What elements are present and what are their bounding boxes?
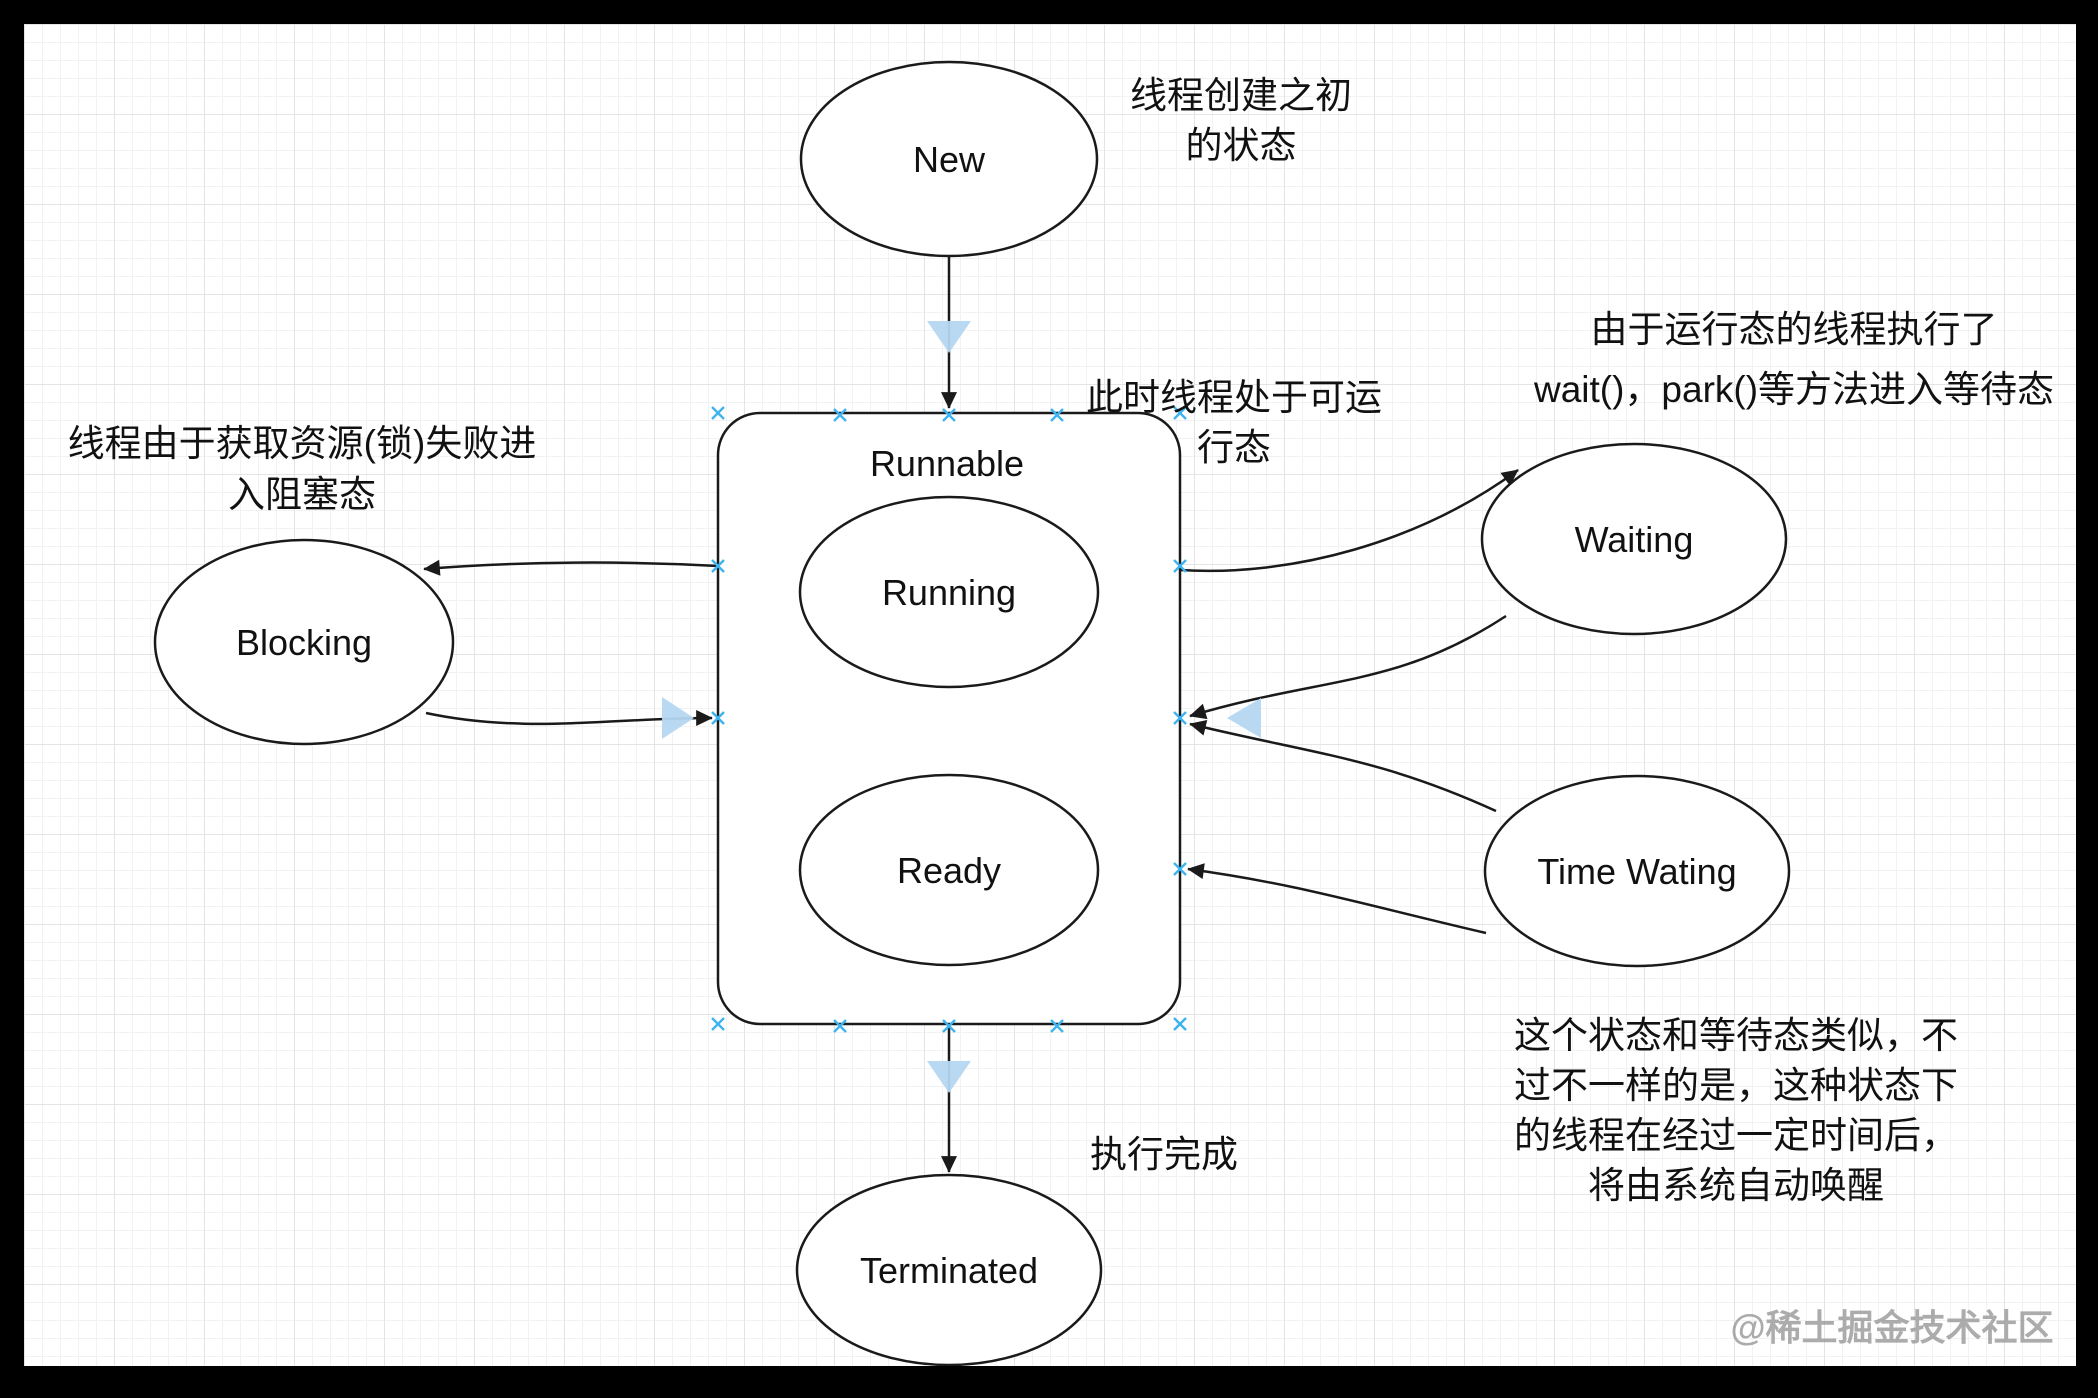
- hint-arrow-down-icon: [927, 321, 971, 353]
- node-terminated: [795, 1173, 1103, 1366]
- annotation-blocking-line2: 入阻塞态: [228, 474, 376, 515]
- node-waiting: [1480, 442, 1788, 636]
- node-new: [799, 60, 1099, 258]
- annotation-waiting-line1: 由于运行态的线程执行了: [1591, 309, 1998, 350]
- edge-time-waiting-to-runnable-lower: [1187, 863, 1487, 935]
- edge-time-waiting-to-runnable-upper: [1189, 719, 1497, 813]
- hint-arrow-down-bottom-icon: [927, 1061, 971, 1093]
- diagram-canvas: Runnable New Running Ready Blocking Wait…: [24, 24, 2076, 1366]
- edge-runnable-to-blocking: [423, 559, 719, 576]
- node-time-waiting: [1483, 774, 1791, 968]
- node-time-waiting-label: Time Wating: [1537, 851, 1736, 892]
- edge-waiting-to-runnable: [1189, 614, 1507, 720]
- node-ready-label: Ready: [897, 850, 1001, 891]
- node-waiting-label: Waiting: [1575, 519, 1694, 560]
- node-blocking: [153, 538, 455, 746]
- connection-point-icon: [710, 1016, 726, 1032]
- annotation-waiting-line2: wait()，park()等方法进入等待态: [1533, 369, 2054, 410]
- node-new-label: New: [913, 139, 986, 180]
- node-blocking-label: Blocking: [236, 622, 372, 663]
- connection-point-icon: [1172, 1016, 1188, 1032]
- hint-arrow-left-icon: [1227, 698, 1261, 738]
- node-running-label: Running: [882, 572, 1016, 613]
- watermark: @稀土掘金技术社区: [1730, 1307, 2053, 1348]
- connection-point-icon: [710, 405, 726, 421]
- edge-runnable-to-waiting: [1179, 468, 1519, 573]
- node-running: [798, 495, 1100, 689]
- node-terminated-label: Terminated: [860, 1250, 1038, 1291]
- annotation-runnable-line2: 行态: [1197, 427, 1271, 468]
- annotation-blocking-line1: 线程由于获取资源(锁)失败进: [68, 423, 537, 464]
- annotation-time-waiting-line1: 这个状态和等待态类似，不: [1514, 1015, 1958, 1056]
- annotation-time-waiting-line4: 将由系统自动唤醒: [1588, 1165, 1884, 1206]
- annotation-time-waiting-line2: 过不一样的是，这种状态下: [1514, 1065, 1958, 1106]
- annotation-terminated-line1: 执行完成: [1090, 1134, 1238, 1175]
- diagram-svg: Runnable New Running Ready Blocking Wait…: [68, 60, 2054, 1366]
- node-runnable-label: Runnable: [870, 443, 1024, 484]
- annotation-time-waiting-line3: 的线程在经过一定时间后，: [1514, 1115, 1958, 1156]
- hint-arrow-right-icon: [662, 697, 694, 739]
- annotation-new-state-line2: 的状态: [1186, 125, 1297, 166]
- node-ready: [798, 773, 1100, 967]
- annotation-new-state-line1: 线程创建之初: [1130, 75, 1352, 116]
- annotation-runnable-line1: 此时线程处于可运: [1086, 377, 1382, 418]
